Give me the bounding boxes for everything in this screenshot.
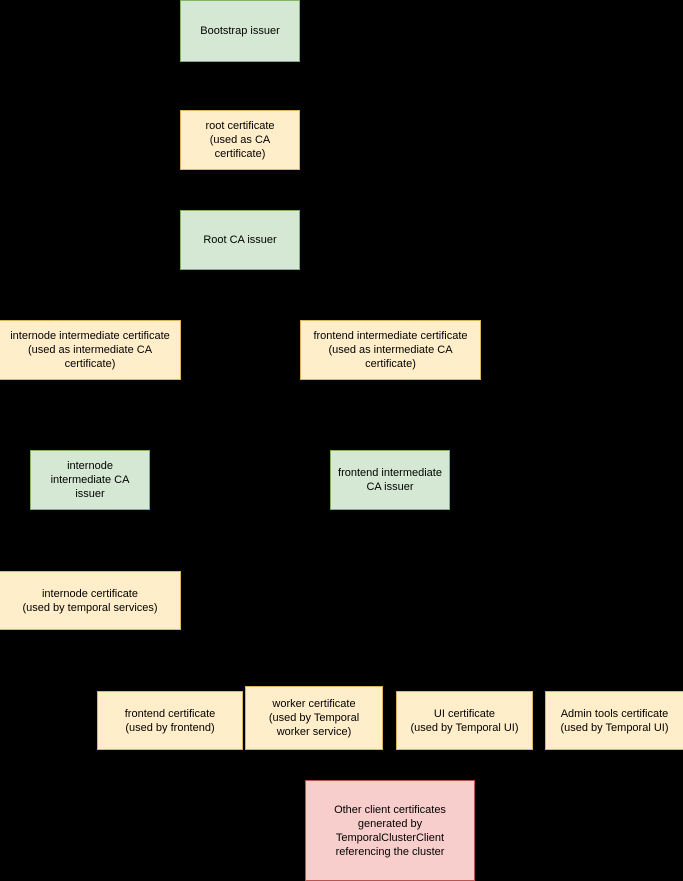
node-frontend-intermediate-certificate: frontend intermediate certificate (used … — [300, 320, 481, 380]
node-bootstrap-issuer: Bootstrap issuer — [180, 0, 300, 62]
node-worker-certificate: worker certificate (used by Temporal wor… — [245, 686, 383, 750]
node-root-certificate: root certificate (used as CA certificate… — [180, 110, 300, 170]
node-ui-certificate: UI certificate (used by Temporal UI) — [396, 691, 533, 750]
node-internode-certificate: internode certificate (used by temporal … — [0, 571, 181, 630]
node-root-ca-issuer: Root CA issuer — [180, 210, 300, 270]
node-admin-tools-certificate: Admin tools certificate (used by Tempora… — [545, 691, 683, 750]
node-other-client-certificates: Other client certificates generated by T… — [305, 780, 475, 881]
node-frontend-certificate: frontend certificate (used by frontend) — [97, 691, 243, 750]
node-internode-intermediate-certificate: internode intermediate certificate (used… — [0, 320, 181, 380]
node-frontend-intermediate-ca-issuer: frontend intermediate CA issuer — [330, 450, 450, 510]
node-internode-intermediate-ca-issuer: internode intermediate CA issuer — [30, 450, 150, 510]
